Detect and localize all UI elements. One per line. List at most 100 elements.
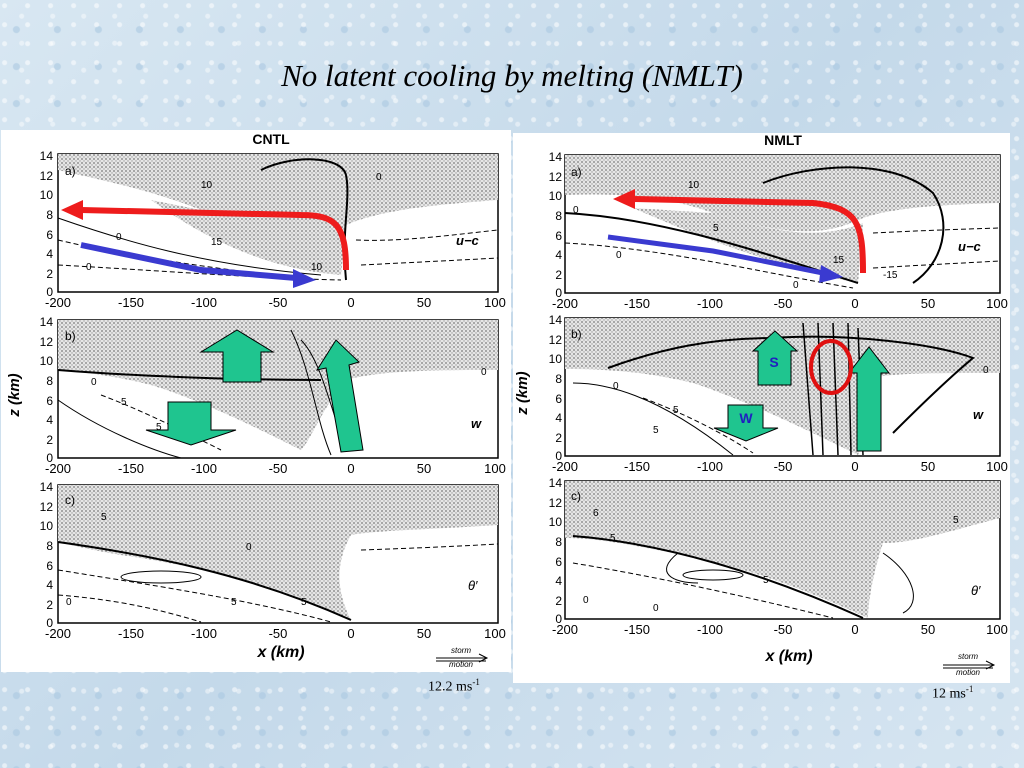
x-axis-label: x (km) — [256, 644, 304, 661]
contour-label: 5 — [121, 397, 127, 408]
cntl-figure-svg: CNTL a) u−c 10 0 15 0 0 10 — [6, 131, 506, 669]
y-tick: 14 — [549, 476, 563, 490]
contour-label: 10 — [311, 262, 323, 273]
y-tick-labels: 14 12 10 8 6 4 2 0 14 12 10 8 6 4 2 0 14… — [549, 150, 563, 626]
contour-label: 0 — [481, 367, 487, 378]
y-tick: 2 — [555, 594, 562, 608]
speed-exponent: -1 — [965, 684, 974, 694]
contour-label: 0 — [91, 377, 97, 388]
x-tick: -150 — [118, 295, 144, 310]
y-axis-label: z (km) — [514, 371, 531, 415]
y-tick: 10 — [40, 188, 54, 202]
y-tick: 0 — [555, 449, 562, 463]
x-tick: 50 — [417, 461, 431, 476]
x-tick: -150 — [624, 622, 650, 637]
y-tick: 8 — [555, 535, 562, 549]
y-tick: 6 — [555, 392, 562, 406]
field-label: w — [471, 416, 482, 431]
storm-motion-line2: motion — [956, 668, 981, 677]
subplot-label: a) — [65, 164, 76, 178]
contour-label: 0 — [66, 597, 72, 608]
field-label: θ′ — [468, 578, 478, 593]
slide-title: No latent cooling by melting (NMLT) — [281, 58, 743, 93]
y-tick: 10 — [40, 519, 54, 533]
y-tick: 10 — [549, 515, 563, 529]
y-tick: 10 — [549, 189, 563, 203]
contour-label: 15 — [833, 255, 845, 266]
contour-label: 0 — [246, 542, 252, 553]
y-tick: 8 — [555, 372, 562, 386]
blue-flow-arrow — [607, 234, 824, 276]
green-downdraft-arrow — [145, 401, 237, 446]
x-tick: 100 — [484, 461, 506, 476]
y-tick: 8 — [46, 208, 53, 222]
speed-value: 12 ms — [932, 686, 966, 702]
subplot-label: c) — [65, 493, 75, 507]
contour-label: 6 — [593, 508, 599, 519]
contour-label: 10 — [201, 180, 213, 191]
y-tick: 0 — [46, 285, 53, 299]
speed-value: 12.2 ms — [428, 679, 473, 695]
storm-motion-line1: storm — [958, 652, 978, 661]
x-tick: -100 — [697, 296, 723, 311]
y-tick: 6 — [46, 559, 53, 573]
storm-motion-indicator: storm motion — [943, 652, 996, 677]
contour-label: 0 — [573, 205, 579, 216]
contour-label: 0 — [613, 381, 619, 392]
contour-label: 0 — [616, 250, 622, 261]
field-label: u−c — [958, 239, 982, 254]
x-tick: -150 — [118, 461, 144, 476]
x-tick: 50 — [921, 459, 935, 474]
w-label: W — [739, 410, 753, 426]
x-tick: -50 — [269, 626, 288, 641]
blue-arrowhead — [293, 269, 316, 288]
y-tick: 0 — [555, 612, 562, 626]
x-tick: -100 — [697, 459, 723, 474]
y-tick: 4 — [46, 413, 53, 427]
storm-motion-line1: storm — [451, 646, 471, 655]
contour-label: 5 — [673, 405, 679, 416]
y-tick: 10 — [549, 352, 563, 366]
x-tick: -100 — [191, 461, 217, 476]
subplot-c: c) θ′ 6 5 0 5 0 5 — [564, 480, 1001, 620]
y-axis-label: z (km) — [6, 373, 23, 417]
x-tick: -200 — [552, 622, 578, 637]
contour-label: 5 — [101, 512, 107, 523]
y-tick: 0 — [555, 286, 562, 300]
subplot-a: a) u−c 10 0 15 0 0 10 — [57, 153, 499, 293]
s-label: S — [769, 354, 778, 370]
x-tick: 100 — [986, 296, 1008, 311]
x-tick: 100 — [986, 459, 1008, 474]
x-axis-label: x (km) — [764, 648, 812, 665]
subplot-label: a) — [571, 165, 582, 179]
y-tick: 4 — [46, 247, 53, 261]
x-tick: 0 — [347, 461, 354, 476]
contour-label: 0 — [653, 603, 659, 614]
x-tick: 0 — [347, 295, 354, 310]
contour-label: 5 — [953, 515, 959, 526]
cntl-figure: CNTL a) u−c 10 0 15 0 0 10 — [1, 130, 511, 672]
x-tick: -50 — [774, 622, 793, 637]
y-tick: 4 — [555, 574, 562, 588]
x-tick: 50 — [417, 626, 431, 641]
x-tick: -50 — [269, 295, 288, 310]
y-tick: 2 — [46, 598, 53, 612]
nmlt-speed-label: 12 ms-1 — [932, 684, 973, 703]
nmlt-figure: NMLT a) u−c 10 0 5 0 15 -15 0 — [513, 132, 1010, 683]
x-tick: 100 — [484, 626, 506, 641]
contour-label: 5 — [653, 425, 659, 436]
x-tick: 0 — [851, 459, 858, 474]
x-tick: -200 — [45, 461, 71, 476]
y-tick: 12 — [549, 333, 563, 347]
x-tick: -200 — [552, 296, 578, 311]
contour-label: 0 — [376, 172, 382, 183]
y-tick: 8 — [46, 539, 53, 553]
contour-label: 5 — [231, 597, 237, 608]
subplot-label: b) — [65, 329, 76, 343]
blue-arrowhead — [819, 265, 843, 283]
field-label: θ′ — [971, 583, 981, 598]
y-tick: 14 — [549, 150, 563, 164]
x-tick: -200 — [45, 626, 71, 641]
panel-heading: NMLT — [764, 133, 802, 148]
green-s-arrow — [751, 330, 799, 386]
